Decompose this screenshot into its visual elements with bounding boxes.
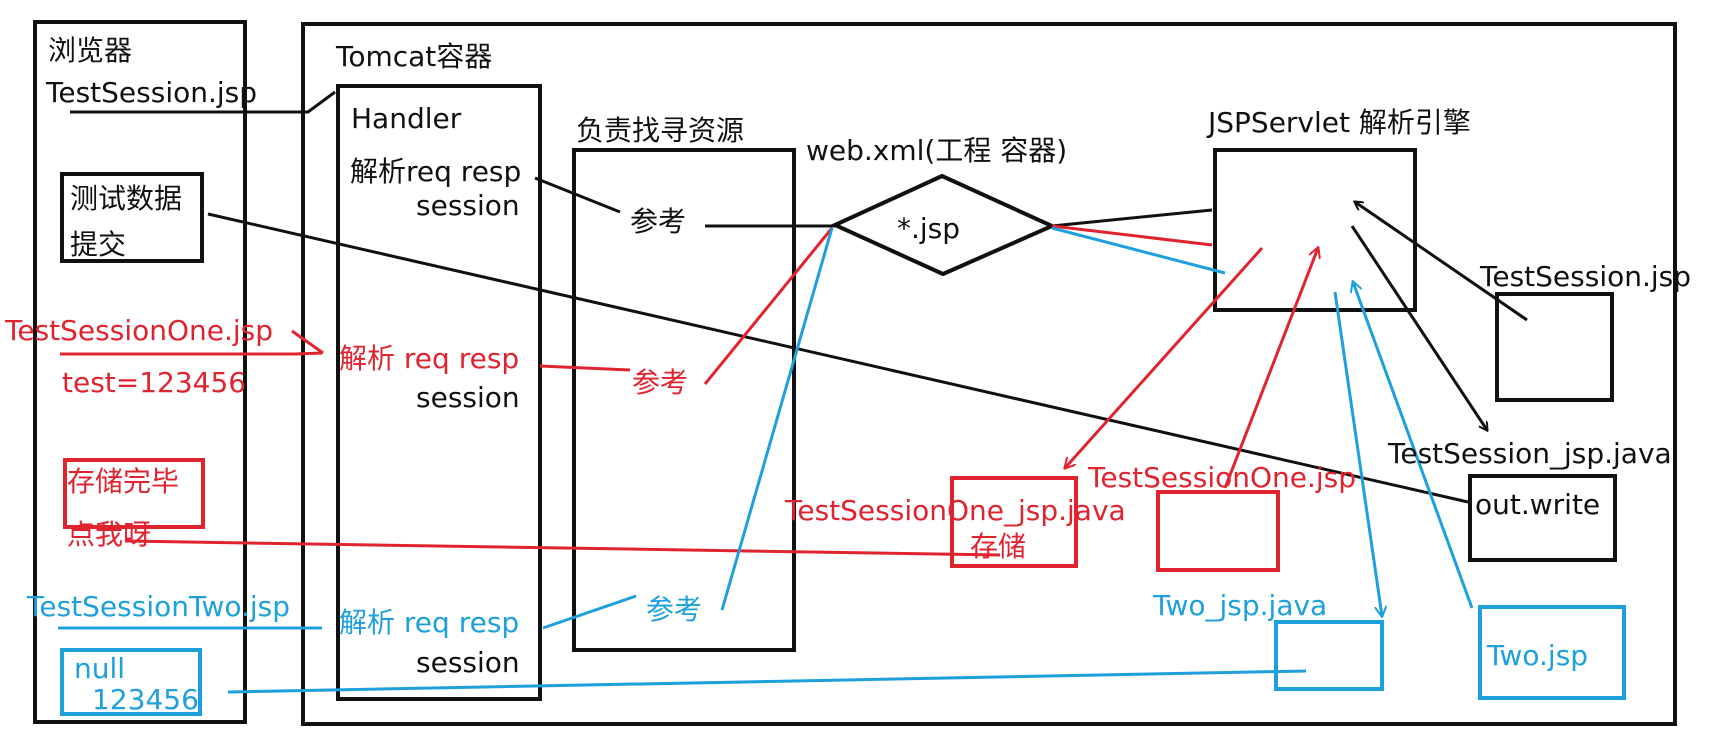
submit-to-outwrite-line [207, 212, 1469, 504]
out-write-label: out.write [1475, 488, 1600, 521]
tsjsp-to-jspservlet-arrow [1355, 202, 1528, 322]
parse3-line1: 解析 req resp [339, 606, 519, 639]
parse1-line1: 解析req resp [350, 155, 521, 188]
two-java-box [1274, 620, 1384, 691]
ts-jsp-label: TestSession.jsp [1479, 260, 1691, 293]
handler-title: Handler [351, 102, 462, 135]
tomcat-title: Tomcat容器 [335, 40, 492, 73]
webxml-to-jspservlet-red [1051, 224, 1213, 247]
resource-title: 负责找寻资源 [576, 114, 744, 147]
webxml-pattern: *.jsp [897, 212, 960, 245]
stored-to-onejava-line [124, 539, 1001, 557]
jspservlet-box [1213, 148, 1417, 312]
jspservlet-to-twojava-arrow [1333, 291, 1382, 616]
jspservlet-to-tsjava-arrow [1350, 225, 1487, 430]
parse1-to-ref1-line [534, 176, 621, 214]
one-java-label: TestSessionOne_jsp.java [784, 494, 1126, 527]
one-jsp-box [1156, 490, 1280, 572]
ref1-label: 参考 [630, 205, 686, 238]
submit-label-1: 测试数据 [70, 182, 182, 215]
one-bracket-upper [291, 329, 324, 355]
ref2-label: 参考 [632, 366, 688, 399]
two-page-label: TestSessionTwo.jsp [26, 590, 290, 623]
ref3-label: 参考 [646, 593, 702, 626]
ref2-to-webxml-line [703, 227, 834, 385]
one-jsp-label: TestSessionOne.jsp [1087, 461, 1356, 494]
tomcat-box [301, 22, 1677, 726]
browser-title: 浏览器 [48, 34, 132, 67]
one-store-label: 存储 [970, 530, 1026, 563]
one-to-handler-line [60, 351, 323, 356]
two-jsp-box [1478, 605, 1626, 700]
jspservlet-title: JSPServlet 解析引擎 [1206, 106, 1471, 139]
parse2-line2: session [416, 381, 520, 414]
handler-box [336, 84, 542, 701]
ts-java-label: TestSession_jsp.java [1387, 437, 1672, 470]
webxml-to-jspservlet-line [1051, 208, 1213, 228]
stored-label-1: 存储完毕 [67, 465, 179, 498]
submit-button-box [60, 172, 204, 263]
two-java-label: Two_jsp.java [1152, 589, 1327, 622]
testsession-jsp-box [1495, 292, 1614, 402]
browser-box [33, 20, 247, 724]
one-java-box [950, 476, 1078, 568]
webxml-title: web.xml(工程 容器) [806, 134, 1067, 167]
out-write-box [1468, 474, 1617, 562]
parse3-to-ref3-line [542, 594, 637, 630]
parse2-to-ref2-line [539, 364, 631, 372]
one-param-label: test=123456 [62, 366, 246, 399]
browser-page: TestSession.jsp [45, 76, 257, 109]
twojsp-to-jspservlet-arrow [1353, 282, 1474, 609]
parse1-line2: session [416, 189, 520, 222]
parse2-line1: 解析 req resp [339, 342, 519, 375]
webxml-to-jspservlet-blue [1051, 226, 1226, 275]
null-result-box [60, 648, 202, 716]
stored-button-box [63, 458, 205, 529]
parse3-line2: session [416, 646, 520, 679]
stored-label-2: 点我呀 [67, 518, 151, 551]
two-jsp-label: Two.jsp [1486, 639, 1588, 672]
null-label-1: null [74, 652, 125, 685]
onejsp-to-jspservlet-arrow [1223, 248, 1318, 489]
resource-box [572, 148, 796, 652]
jspservlet-to-onejava-arrow [1065, 246, 1264, 468]
ref3-to-webxml-line [720, 227, 834, 611]
submit-label-2: 提交 [70, 228, 126, 261]
one-page-label: TestSessionOne.jsp [4, 314, 273, 347]
twojava-to-null-line [227, 669, 1307, 694]
null-label-2: 123456 [92, 683, 199, 716]
browser-to-handler-line [70, 90, 336, 114]
